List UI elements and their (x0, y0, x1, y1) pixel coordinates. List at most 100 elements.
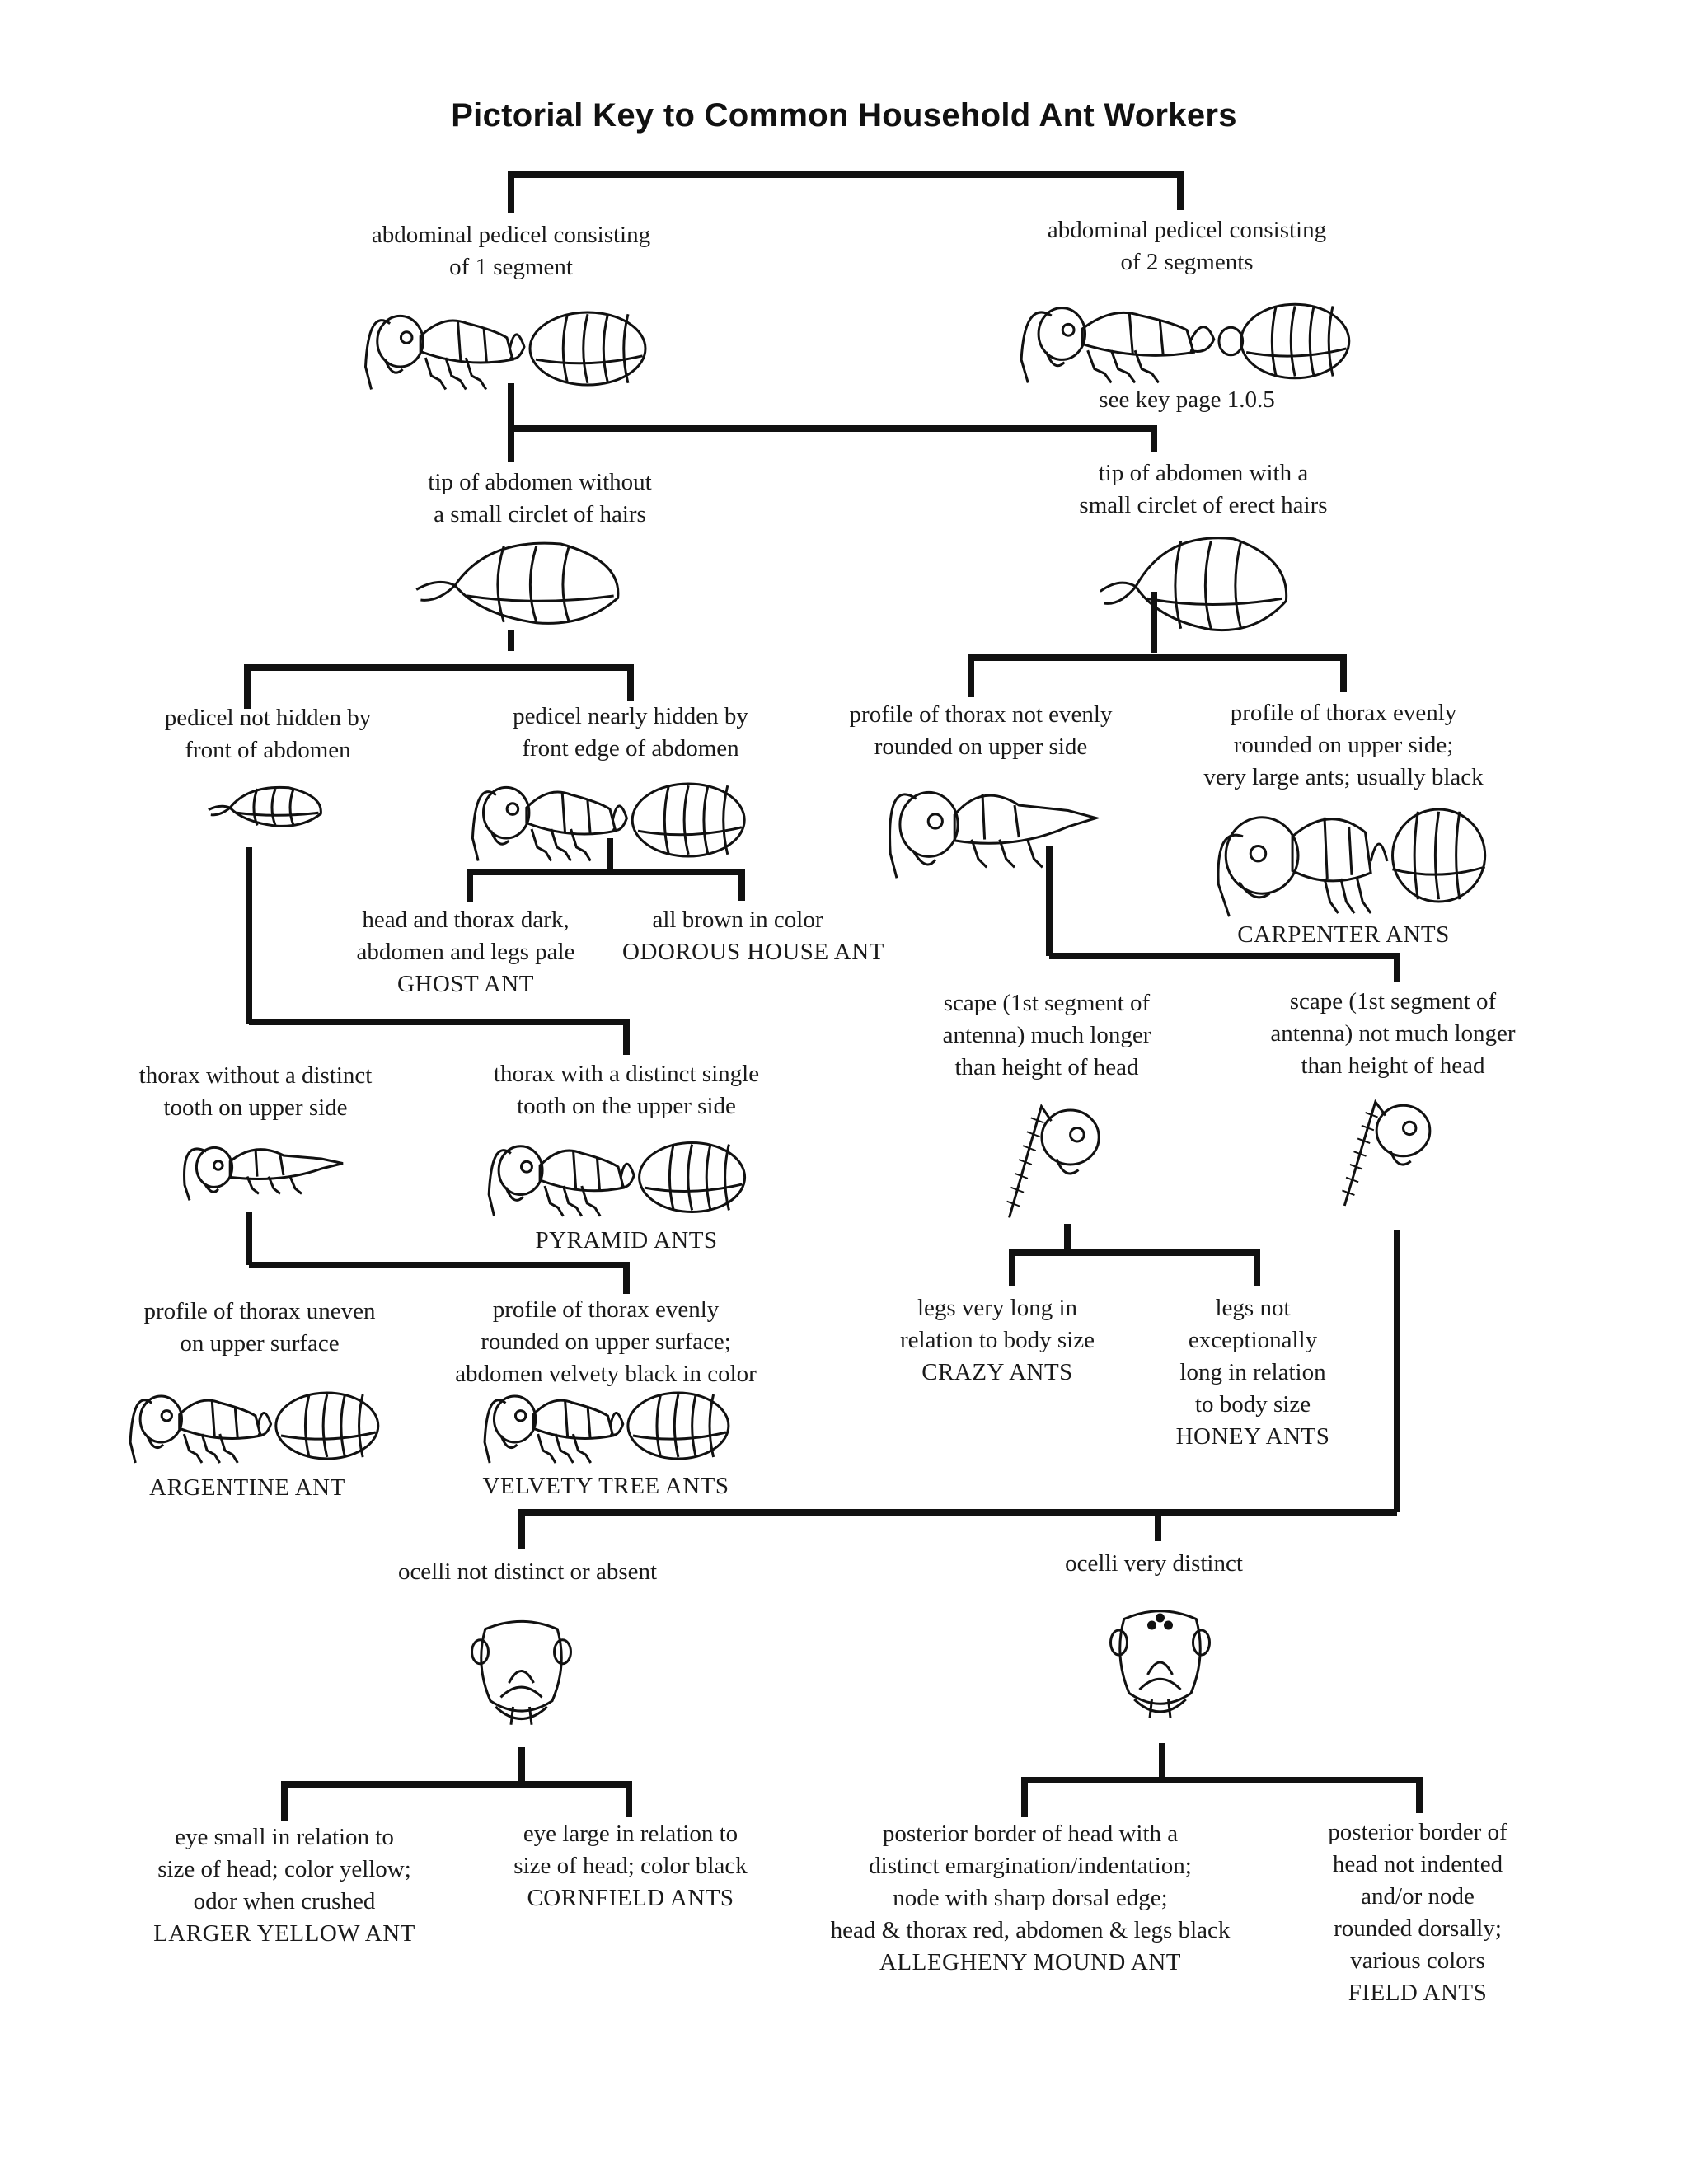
drawing-stroke (1014, 1172, 1029, 1179)
node-carpenter-ants: CARPENTER ANTS (1203, 919, 1484, 951)
connector-line (968, 654, 1347, 697)
drawing-stroke (480, 1619, 563, 1713)
node-text-line: pedicel not hidden by (164, 705, 372, 731)
drawing (363, 311, 647, 391)
drawing-stroke (1402, 1120, 1418, 1137)
drawing-stroke (1389, 1151, 1412, 1166)
node-text-line: odor when crushed (193, 1888, 376, 1915)
node-ocelli-not-distinct: ocelli not distinct or absent (354, 1556, 701, 1588)
drawing-stroke (1224, 816, 1300, 895)
drawing-stroke (1270, 306, 1278, 377)
drawing-stroke (1133, 1698, 1187, 1718)
drawing-stroke (1118, 1610, 1202, 1705)
node-argentine-ant: ARGENTINE ANT (115, 1472, 379, 1504)
drawing-stroke (1045, 351, 1066, 368)
node-text-line: of 1 segment (449, 254, 573, 280)
drawing-stroke (637, 826, 743, 837)
node-text-line: small circlet of erect hairs (1079, 492, 1328, 518)
drawing-stroke (1217, 326, 1245, 357)
node-text-line: node with sharp dorsal edge; (893, 1885, 1168, 1911)
node-text-line: antenna) much longer (942, 1022, 1151, 1048)
drawing-stroke (376, 314, 424, 368)
drawing-stroke (912, 849, 936, 866)
drawing-stroke (1134, 537, 1288, 632)
connector-line (1021, 1777, 1423, 1817)
node-text-line: long in relation (1179, 1359, 1326, 1385)
drawing-stroke (444, 357, 467, 391)
drawing-stroke (1022, 1145, 1037, 1152)
drawing-stroke (561, 1185, 584, 1217)
drawing-stroke (1192, 1629, 1211, 1657)
node-text-line: see key page 1.0.5 (1099, 387, 1275, 413)
drawing (1099, 537, 1288, 632)
drawing-stroke (626, 1391, 730, 1460)
drawing-stroke (504, 1187, 524, 1202)
drawing-stroke (304, 1394, 311, 1458)
drawing-stroke (270, 788, 277, 827)
ant-odorous-icon (470, 775, 750, 865)
drawing-stroke (1018, 1159, 1033, 1165)
drawing-stroke (1026, 1131, 1040, 1138)
drawing-stroke (419, 319, 514, 364)
drawing-stroke (532, 1399, 615, 1440)
node-text-line: relation to body size (900, 1327, 1095, 1353)
node-ghost-ant: head and thorax dark,abdomen and legs pa… (317, 904, 614, 1001)
drawing-stroke (363, 319, 392, 390)
drawing-stroke (1392, 865, 1486, 876)
drawing-stroke (1455, 811, 1461, 900)
drawing-stroke (1349, 1164, 1363, 1170)
drawing-stroke (1040, 1108, 1100, 1166)
drawing-stroke (146, 1435, 165, 1449)
drawing (471, 1619, 572, 1725)
connector-line (518, 1509, 1397, 1549)
ant-name: GHOST ANT (397, 971, 534, 997)
drawing-stroke (1413, 811, 1419, 900)
drawing-stroke (464, 357, 488, 391)
drawing-stroke (160, 1409, 173, 1422)
ant-name: VELVETY TREE ANTS (482, 1473, 729, 1499)
drawing-stroke (1245, 347, 1347, 358)
drawing-stroke (288, 788, 295, 827)
drawing-stroke (1291, 818, 1372, 883)
node-text-line: eye small in relation to (175, 1824, 394, 1850)
ant-pyramid-icon (486, 1134, 750, 1221)
drawing-stroke (252, 788, 259, 827)
node-see-key: see key page 1.0.5 (1063, 384, 1311, 416)
drawing-stroke (687, 1144, 694, 1211)
drawing-stroke (1345, 1176, 1359, 1183)
node-text-line: profile of thorax not evenly (849, 701, 1113, 728)
drawing-stroke (1249, 844, 1268, 863)
drawing-stroke (580, 1185, 602, 1217)
drawing-stroke (182, 1433, 204, 1464)
node-text-line: to body size (1194, 1391, 1311, 1418)
node-text-line: front of abdomen (185, 737, 351, 763)
drawing-stroke (210, 1400, 239, 1440)
drawing-stroke (530, 828, 553, 862)
drawing-stroke (582, 313, 589, 384)
drawing-stroke (1147, 1620, 1156, 1630)
drawing-stroke (340, 1394, 346, 1458)
ant-argentine-icon (128, 1385, 383, 1467)
drawing-stroke (213, 1160, 224, 1171)
drawing-stroke (467, 594, 614, 602)
drawing-stroke (1133, 349, 1160, 384)
drawing-stroke (538, 1149, 626, 1193)
drawing-stroke (1138, 1661, 1182, 1691)
drawing-stroke (1030, 1117, 1044, 1124)
drawing-stroke (288, 1176, 302, 1195)
drawing-stroke (492, 1394, 537, 1444)
drawing-stroke (1128, 313, 1165, 357)
drawing-stroke (1189, 326, 1216, 353)
node-text-line: legs not (1215, 1295, 1291, 1321)
drawing-stroke (1361, 1124, 1375, 1132)
node-text-line: posterior border of head with a (882, 1821, 1179, 1847)
drawing (1020, 302, 1351, 384)
drawing-stroke (1356, 878, 1372, 914)
ant-thorax-uneven-icon (886, 773, 1101, 880)
